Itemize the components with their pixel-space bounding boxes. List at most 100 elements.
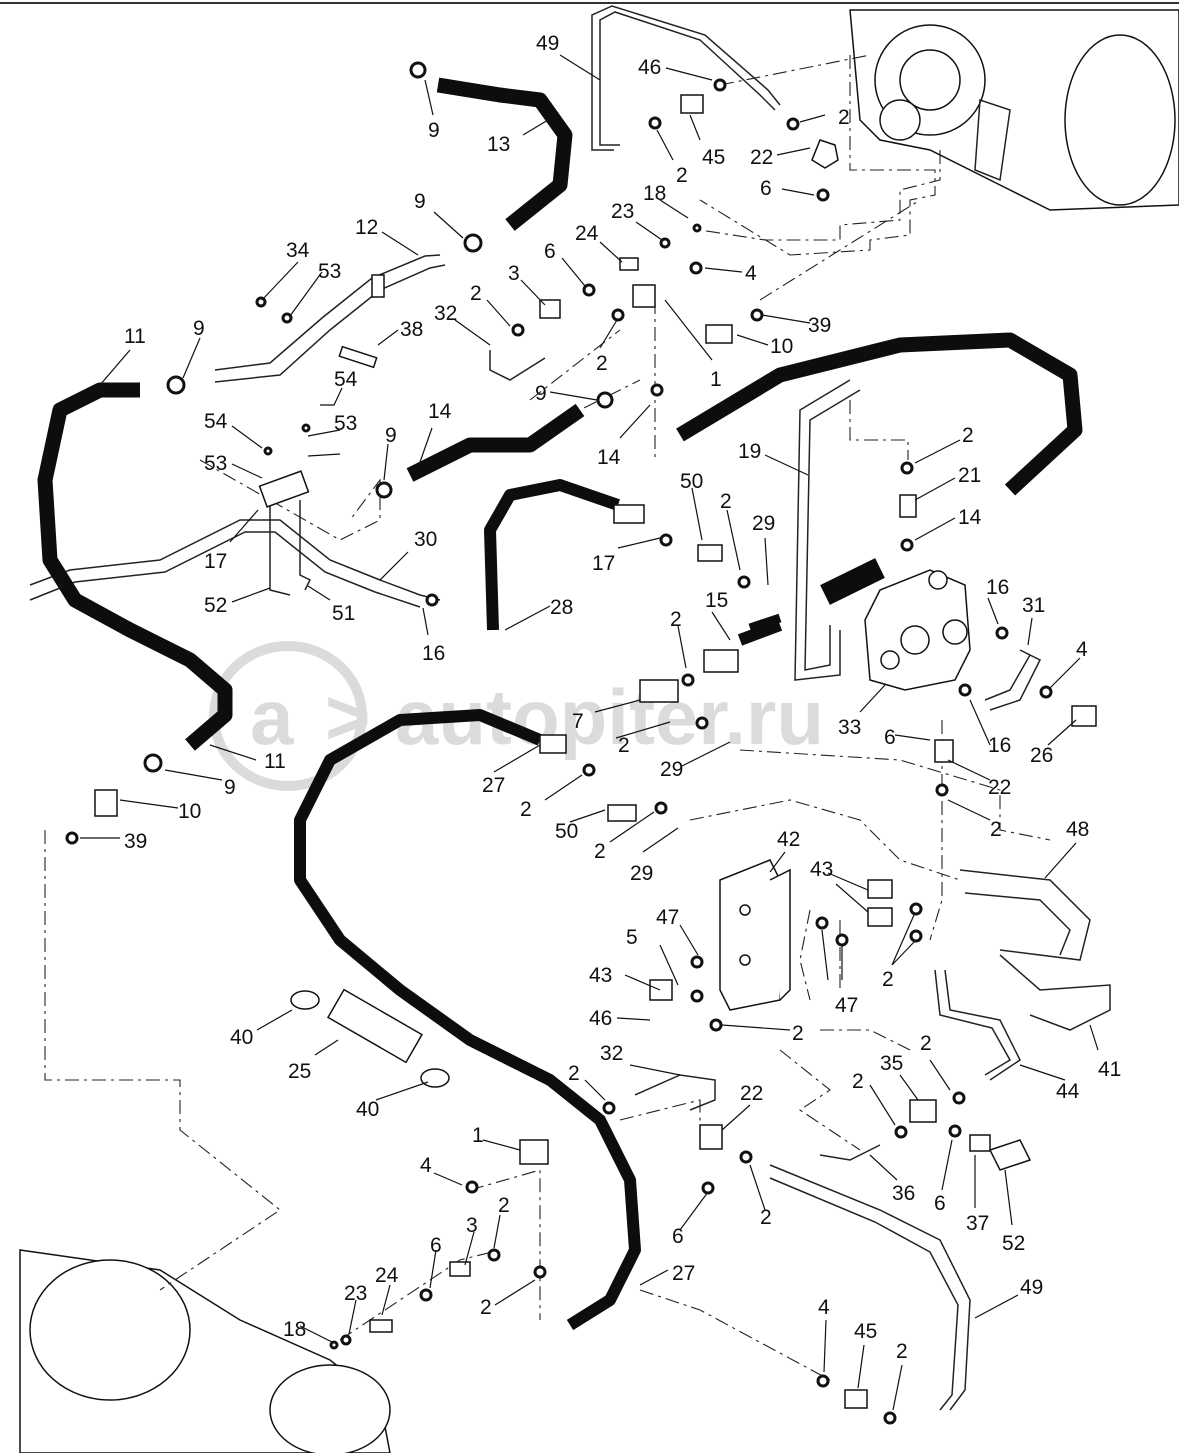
callout-24: 24 bbox=[375, 1264, 399, 1287]
callout-2: 2 bbox=[520, 798, 532, 821]
callout-15: 28 bbox=[550, 596, 573, 619]
callout-28: 29 bbox=[630, 862, 653, 885]
callout-24: 24 bbox=[575, 222, 599, 245]
callout-46: 46 bbox=[638, 56, 661, 79]
callout-22: 22 bbox=[750, 146, 773, 169]
tube-25 bbox=[944, 969, 1021, 1081]
callout-29: 50 bbox=[680, 470, 703, 493]
callout-46: 46 bbox=[589, 1007, 612, 1030]
callout-48: 42 bbox=[777, 828, 800, 851]
callout-54: 54 bbox=[204, 410, 228, 433]
tube-12 bbox=[214, 264, 446, 383]
callout-11: 11 bbox=[264, 750, 286, 773]
hose-15 bbox=[484, 479, 620, 631]
callout-9: 9 bbox=[414, 190, 426, 213]
tube-27 bbox=[959, 869, 1091, 961]
callout-2: 2 bbox=[838, 106, 850, 129]
hoses bbox=[37, 77, 1083, 1331]
tube-21 bbox=[804, 389, 861, 671]
callout-3: 4 bbox=[818, 1296, 830, 1319]
callout-39: 39 bbox=[124, 830, 147, 853]
callout-38: 10 bbox=[178, 800, 201, 823]
callout-31: 16 bbox=[988, 734, 1011, 757]
callout-18: 18 bbox=[643, 182, 666, 205]
callout-2: 2 bbox=[720, 490, 732, 513]
callout-10: 32 bbox=[434, 302, 457, 325]
hose-14 bbox=[406, 403, 585, 482]
callout-2: 2 bbox=[962, 424, 974, 447]
callout-41: 40 bbox=[230, 1026, 253, 1049]
callout-51: 51 bbox=[332, 602, 355, 625]
leader-lines bbox=[80, 54, 1099, 1411]
callout-2: 2 bbox=[896, 1340, 908, 1363]
callout-28: 29 bbox=[660, 758, 683, 781]
callout-22: 22 bbox=[740, 1082, 763, 1105]
components bbox=[94, 94, 1097, 1409]
callout-36: 37 bbox=[966, 1212, 989, 1235]
callout-43: 47 bbox=[835, 994, 858, 1017]
callout-53: 53 bbox=[204, 452, 227, 475]
callout-45: 45 bbox=[702, 146, 725, 169]
rigid-tubes bbox=[29, 5, 1111, 1411]
callout-2: 2 bbox=[882, 968, 894, 991]
callout-2: 2 bbox=[596, 352, 608, 375]
callout-53: 53 bbox=[334, 412, 357, 435]
callout-49: 49 bbox=[1020, 1276, 1043, 1299]
callout-41: 40 bbox=[356, 1098, 379, 1121]
callout-26: 7 bbox=[572, 710, 584, 733]
callout-32: 38 bbox=[400, 318, 423, 341]
tube-49-bottom bbox=[769, 1164, 971, 1411]
rear-axle-housing bbox=[19, 1249, 391, 1453]
callout-20: 31 bbox=[1022, 594, 1045, 617]
hose-black-bar bbox=[820, 558, 885, 605]
callout-33: 26 bbox=[1030, 744, 1053, 767]
tube-10-bottom bbox=[634, 1074, 716, 1111]
callout-2: 2 bbox=[618, 734, 630, 757]
callout-7: 27 bbox=[672, 1262, 695, 1285]
callout-9: 9 bbox=[535, 382, 547, 405]
callout-2: 2 bbox=[568, 1062, 580, 1085]
callout-38: 10 bbox=[770, 335, 793, 358]
callout-14: 14 bbox=[428, 400, 452, 423]
callout-6: 6 bbox=[934, 1192, 946, 1215]
callout-4: 3 bbox=[466, 1214, 478, 1237]
callout-52: 52 bbox=[204, 594, 227, 617]
sleeve-40 bbox=[327, 988, 423, 1064]
callout-42: 43 bbox=[589, 964, 612, 987]
tube-50 bbox=[29, 519, 441, 601]
callout-8: 15 bbox=[705, 589, 728, 612]
callout-9: 9 bbox=[428, 119, 440, 142]
callout-3: 4 bbox=[1076, 638, 1088, 661]
callout-30: 17 bbox=[204, 550, 227, 573]
callout-11: 11 bbox=[124, 325, 146, 348]
callout-2: 2 bbox=[676, 164, 688, 187]
callout-3: 4 bbox=[745, 262, 757, 285]
callout-2: 2 bbox=[480, 1296, 492, 1319]
transmission-housing bbox=[849, 9, 1179, 211]
callout-34: 34 bbox=[286, 239, 310, 262]
callout-2: 2 bbox=[760, 1206, 772, 1229]
callout-13: 13 bbox=[487, 133, 510, 156]
callout-22: 22 bbox=[988, 776, 1011, 799]
callout-25: 44 bbox=[1056, 1080, 1080, 1103]
hose-large-right bbox=[676, 332, 1083, 496]
callout-47: 5 bbox=[626, 926, 638, 949]
callout-labels: 49 46 2 45 22 6 2 9 13 9 12 34 53 18 23 … bbox=[124, 32, 1121, 1363]
callout-21: 19 bbox=[738, 440, 761, 463]
tube-5 bbox=[999, 954, 1111, 1031]
callout-45: 45 bbox=[854, 1320, 877, 1343]
callout-19: 14 bbox=[597, 446, 621, 469]
callout-35: 36 bbox=[892, 1182, 915, 1205]
callout-6: 6 bbox=[672, 1225, 684, 1248]
callout-29: 50 bbox=[555, 820, 578, 843]
callout-2: 2 bbox=[470, 282, 482, 305]
callout-39: 39 bbox=[808, 314, 831, 337]
bracket-52-51 bbox=[269, 500, 312, 596]
callout-2: 2 bbox=[498, 1194, 510, 1217]
hose-13 bbox=[436, 77, 573, 231]
callout-43: 47 bbox=[656, 906, 679, 929]
callout-12: 12 bbox=[355, 216, 378, 239]
callout-3: 4 bbox=[420, 1154, 432, 1177]
callout-5: 41 bbox=[1098, 1058, 1121, 1081]
